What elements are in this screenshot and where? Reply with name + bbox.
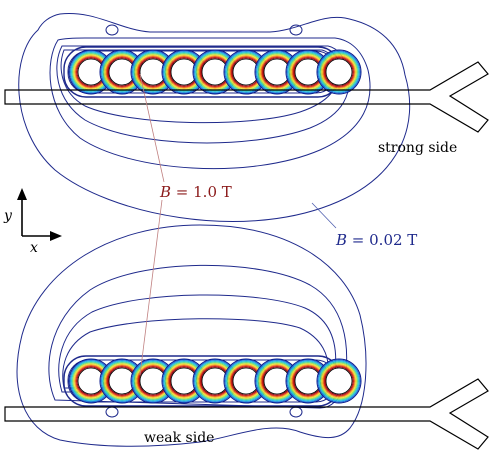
- top-field-ring: [319, 52, 359, 92]
- bottom-field-ring: [318, 360, 360, 402]
- bottom-field-ring: [316, 358, 362, 404]
- b-low-value: = 0.02 T: [347, 231, 417, 249]
- blob-bottom-left: [105, 406, 119, 418]
- b-high-value: = 1.0 T: [171, 183, 232, 201]
- top-field-ring: [321, 54, 357, 90]
- magnet-row-top: [68, 49, 362, 95]
- leader-high-top: [139, 73, 165, 183]
- bottom-field-ring: [323, 365, 355, 397]
- bottom-field-ring: [317, 359, 361, 403]
- contour-top-2: [49, 37, 371, 170]
- leader-low: [311, 202, 337, 229]
- bottom-field-ring: [320, 362, 358, 400]
- bottom-field-ring: [319, 361, 359, 401]
- rail-bottom: [4, 378, 489, 450]
- bottom-coil: [325, 367, 353, 395]
- strong-side-label: strong side: [378, 140, 457, 156]
- axes-indicator: y x: [3, 188, 62, 256]
- top-field-ring: [318, 51, 360, 93]
- top-field-ring: [317, 50, 361, 94]
- bottom-field-ring: [324, 366, 354, 396]
- magnet-row-bottom: [68, 358, 362, 404]
- axis-y-arrowhead: [17, 188, 27, 200]
- bottom-field-ring: [322, 364, 356, 398]
- contour-low-top: [18, 12, 411, 222]
- weak-side-assembly: [16, 224, 367, 447]
- axis-y-label: y: [3, 208, 13, 224]
- contour-low-bottom: [16, 224, 367, 447]
- top-field-ring: [323, 56, 355, 88]
- strong-side-assembly: [18, 12, 411, 222]
- leader-high-bottom: [139, 199, 163, 376]
- blob-top-right: [289, 24, 303, 36]
- axis-x-arrowhead: [50, 231, 62, 241]
- blob-top-left: [105, 24, 119, 36]
- top-field-ring: [322, 55, 356, 89]
- top-field-ring: [324, 57, 354, 87]
- axis-x-label: x: [30, 240, 38, 256]
- top-coil: [325, 58, 353, 86]
- b-high-symbol: B: [159, 183, 171, 201]
- b-high-label: B = 1.0 T: [159, 183, 232, 201]
- rail-top: [4, 61, 489, 133]
- b-low-label: B = 0.02 T: [335, 231, 417, 249]
- blob-bottom-right: [289, 406, 303, 418]
- top-field-ring: [316, 49, 362, 95]
- bottom-field-ring: [321, 363, 357, 399]
- b-low-symbol: B: [335, 231, 347, 249]
- weak-side-label: weak side: [144, 430, 214, 446]
